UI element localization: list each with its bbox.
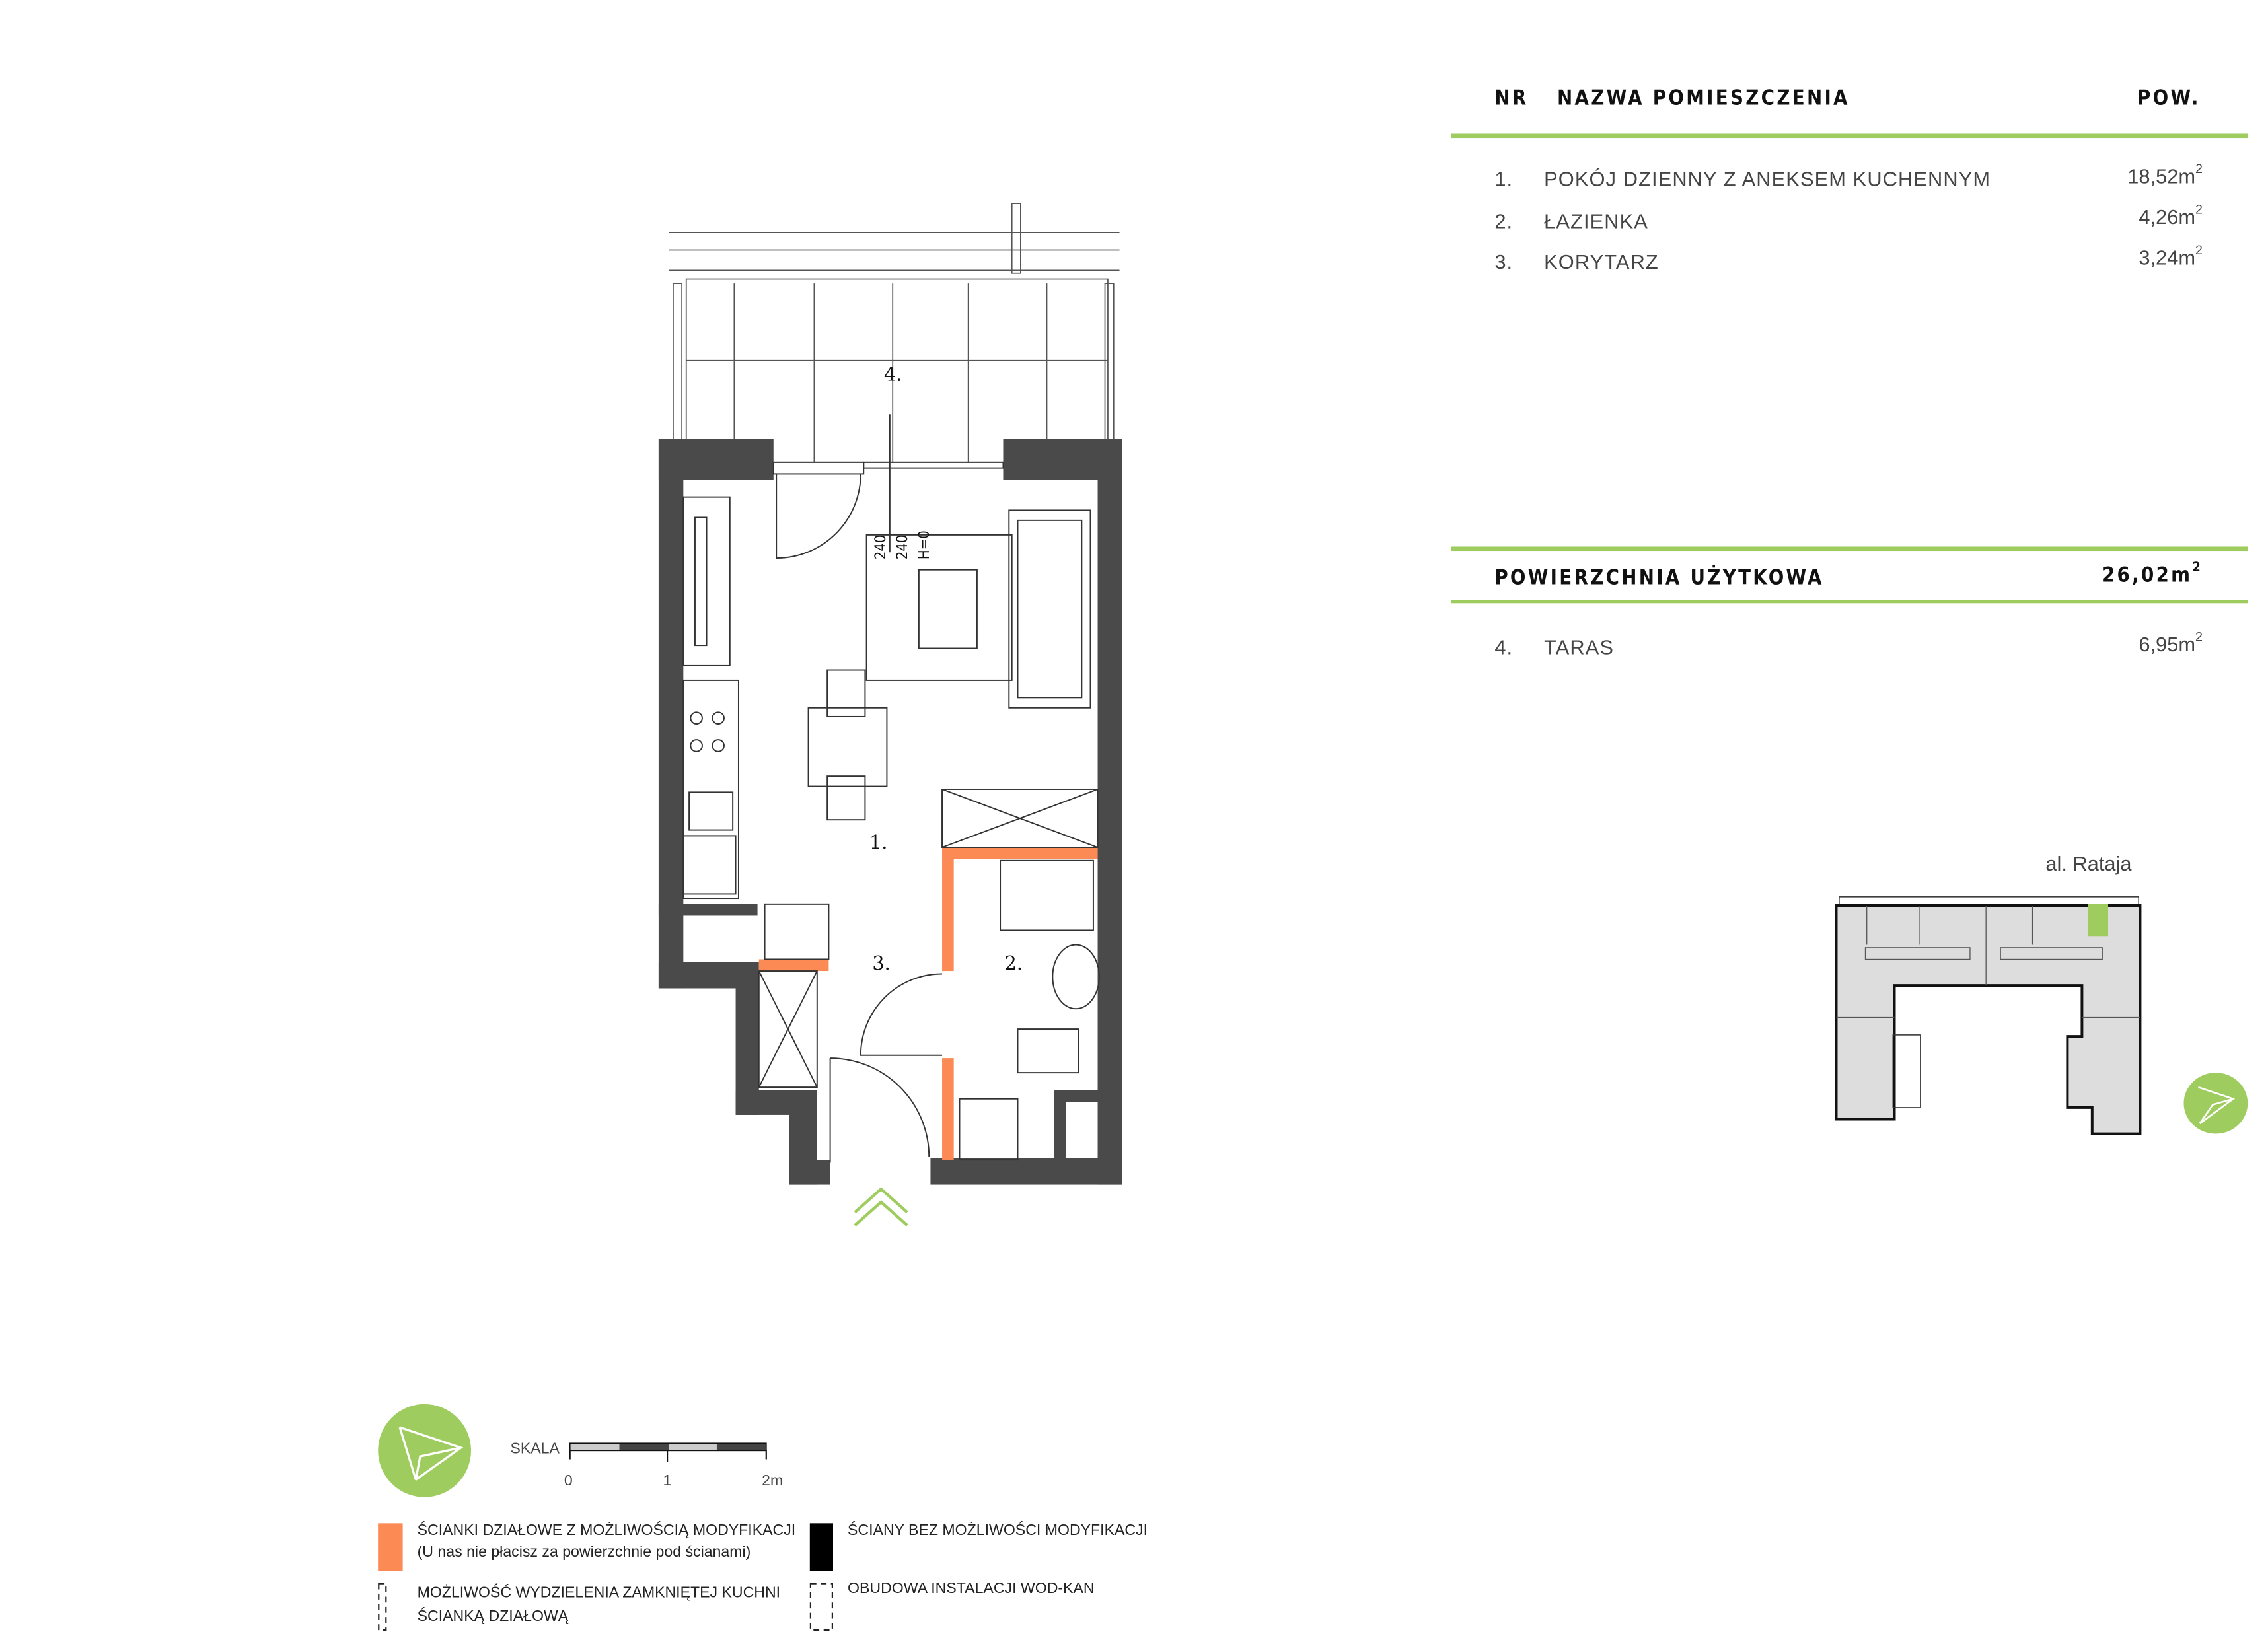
col-name-header: NAZWA POMIESZCZENIA: [1556, 87, 1850, 111]
legend-install: OBUDOWA INSTALACJI WOD-KAN: [848, 1580, 1095, 1598]
room-name: TARAS: [1544, 635, 1615, 659]
legend-swatch-fixed: [809, 1523, 834, 1571]
scale-bar: [569, 1442, 767, 1462]
room-label-3: 3.: [872, 952, 890, 974]
legend-text: (U nas nie płacisz za powierzchnie pod ś…: [417, 1544, 751, 1561]
room-nr: 4.: [1494, 635, 1514, 659]
scale-label: SKALA: [510, 1440, 560, 1457]
total-label: POWIERZCHNIA UŻYTKOWA: [1494, 567, 1824, 590]
total-rule-bottom: [1451, 600, 2248, 604]
scale-tick: 1: [663, 1472, 672, 1489]
legend-swatch-kitchen: [378, 1583, 387, 1631]
fixed-walls: [658, 439, 1122, 1185]
unit-exponent: 2: [2195, 242, 2203, 258]
room-label-2: 2.: [1005, 952, 1023, 974]
room-area: 18,52m: [2127, 164, 2196, 188]
legend-kitchen: MOŻLIWOŚĆ WYDZIELENIA ZAMKNIĘTEJ KUCHNI …: [418, 1581, 781, 1627]
room-label-4: 4.: [884, 363, 902, 386]
room-nr: 2.: [1494, 209, 1514, 233]
room-label-1: 1.: [869, 831, 887, 853]
total-rule-top: [1451, 546, 2248, 552]
entrance-arrow-icon: [854, 1187, 908, 1227]
legend-text: ŚCIANKĄ DZIAŁOWĄ: [417, 1607, 569, 1625]
building-key-plan: al. Rataja: [1835, 852, 2142, 1135]
dimension-label: 240: [895, 534, 911, 559]
scale-tick: 2m: [762, 1472, 783, 1489]
unit-exponent: 2: [2195, 201, 2203, 217]
col-nr-header: NR: [1494, 87, 1529, 111]
total-area: 26,02m: [2102, 563, 2193, 588]
room-name: POKÓJ DZIENNY Z ANEKSEM KUCHENNYM: [1544, 167, 1991, 191]
legend-text: MOŻLIWOŚĆ WYDZIELENIA ZAMKNIĘTEJ KUCHNI: [417, 1584, 781, 1602]
scale-tick: 0: [564, 1472, 573, 1489]
dimension-label: 240: [873, 534, 889, 559]
height-label: H=0: [916, 530, 933, 559]
col-area-header: POW.: [2137, 87, 2201, 111]
room-name: ŁAZIENKA: [1544, 209, 1648, 233]
modifiable-partitions: [758, 847, 1098, 1160]
unit-exponent: 2: [2192, 561, 2203, 576]
room-name: KORYTARZ: [1544, 250, 1659, 273]
room-nr: 3.: [1494, 250, 1514, 273]
legend-text: ŚCIANKI DZIAŁOWE Z MOŻLIWOŚCIĄ MODYFIKAC…: [417, 1522, 796, 1540]
room-area: 3,24m: [2139, 245, 2196, 269]
room-area: 6,95m: [2139, 632, 2196, 656]
furniture: [682, 414, 1100, 1163]
room-nr: 1.: [1494, 167, 1514, 191]
legend-fixed: ŚCIANY BEZ MOŻLIWOŚCI MODYFIKACJI: [848, 1522, 1148, 1540]
terrace: [669, 203, 1120, 463]
legend-partition: ŚCIANKI DZIAŁOWE Z MOŻLIWOŚCIĄ MODYFIKAC…: [418, 1520, 796, 1564]
legend-swatch-install: [809, 1583, 834, 1631]
unit-exponent: 2: [2195, 161, 2203, 176]
compass-small-icon: [2183, 1073, 2248, 1134]
unit-exponent: 2: [2195, 629, 2203, 644]
header-rule: [1451, 133, 2248, 139]
room-area: 4,26m: [2139, 205, 2196, 229]
legend-swatch-partition: [378, 1523, 403, 1571]
compass-large-icon: [378, 1404, 472, 1497]
street-label: al. Rataja: [2045, 852, 2132, 875]
